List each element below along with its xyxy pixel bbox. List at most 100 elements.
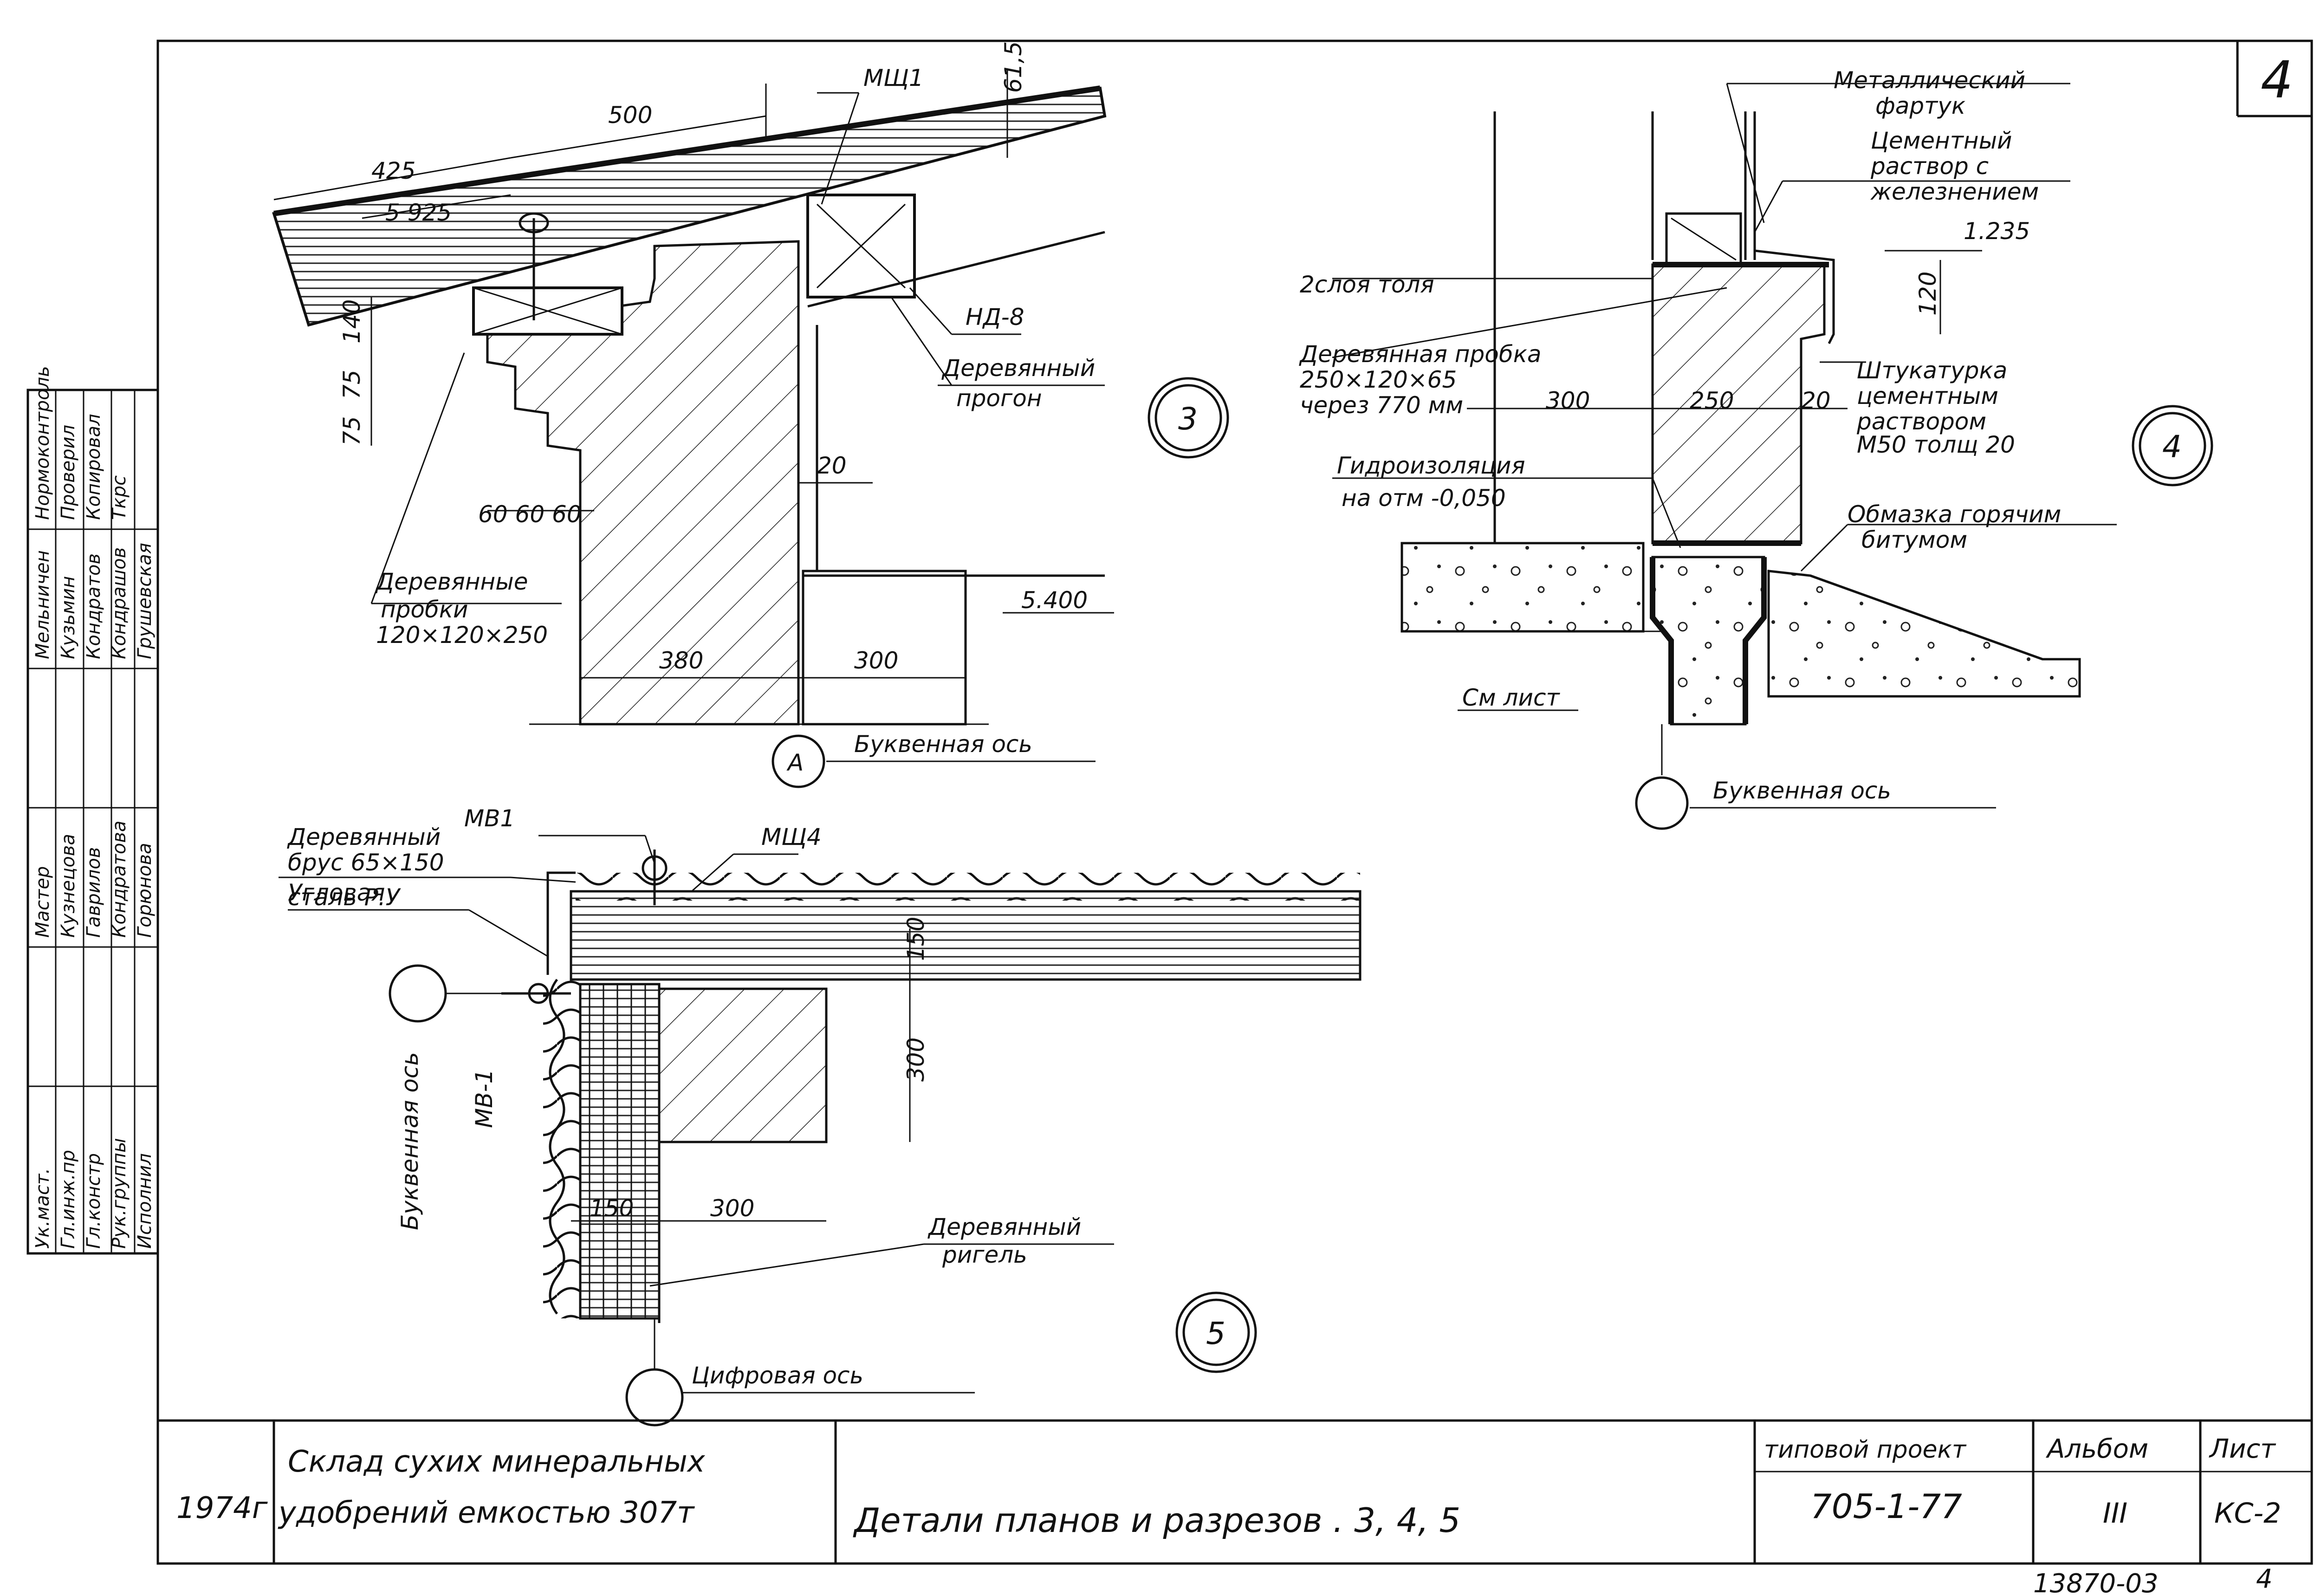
label-angle-1: Угловая (288, 879, 385, 906)
stamp-sig-1: Мастер (32, 866, 53, 938)
label-bitumen-1: Обмазка горячим (1848, 501, 2061, 528)
stamp-role-5: Исполнил (134, 1153, 156, 1249)
level-5400: 5.400 (1021, 587, 1088, 614)
stamp-colc-5: Грушевская (134, 543, 156, 659)
dim-300-vertical: 300 (902, 1038, 929, 1082)
label-hydro-2: на отм -0,050 (1342, 485, 1506, 512)
stamp-cold-1: Нормоконтроль (32, 366, 53, 520)
dim-150-vertical: 150 (902, 917, 929, 961)
stamp-role-4: Рук.группы (109, 1138, 130, 1249)
label-tol: 2слоя толя (1300, 271, 1434, 298)
detail-4-number: 4 (2162, 429, 2182, 465)
axis-text-d4: Буквенная ось (1713, 777, 1891, 804)
axis-digit-bubble (625, 1368, 684, 1427)
dim-250-d4: 250 (1690, 387, 1734, 414)
stamp-colc-1: Мельничен (32, 550, 53, 659)
detail-3-number: 3 (1178, 401, 1198, 437)
label-mortar-3: железнением (1870, 178, 2039, 205)
stamp-cold-3: Копировал (83, 414, 104, 520)
label-plugs-3: 120×120×250 (376, 622, 548, 649)
label-plaster-2: цементным (1857, 383, 1998, 409)
axis-a-text: Буквенная ось (854, 731, 1032, 758)
dim-20: 20 (817, 452, 847, 479)
label-plug-1: Деревянная пробка (1299, 341, 1542, 368)
label-plaster-1: Штукатурка (1857, 357, 2007, 384)
label-plugs-2: пробки (381, 596, 468, 623)
stamp-sig-2: Кузнецова (58, 834, 79, 938)
label-nd8: НД-8 (966, 304, 1024, 331)
dim-5925: 5 925 (385, 199, 452, 226)
detail-5: МВ1 Деревянный брус 65×150 МЩ4 Угловая с… (279, 805, 1361, 1427)
dim-606060: 60 60 60 (478, 501, 582, 528)
axis-digit-text: Цифровая ось (692, 1362, 863, 1389)
label-mb1-top: МВ1 (464, 805, 515, 832)
label-see-sheet: См лист (1462, 684, 1560, 711)
label-mortar-1: Цементный (1871, 127, 2012, 154)
label-mortar-2: раствор с (1870, 153, 1989, 180)
dim-300-horizontal: 300 (710, 1195, 754, 1222)
label-mb1-side: МВ-1 (471, 1069, 498, 1128)
dim-75b: 75 (338, 416, 365, 446)
axis-letter-bubble-5 (389, 964, 447, 1023)
label-mshch1: МЩ1 (863, 65, 924, 91)
label-plaster-3: раствором (1856, 408, 1986, 435)
label-plug-3: через 770 мм (1300, 392, 1463, 419)
dim-150-horizontal: 150 (590, 1195, 634, 1222)
dim-425: 425 (371, 157, 415, 184)
level-1235: 1.235 (1964, 218, 2030, 245)
title-sheet-title: Детали планов и разрезов . 3, 4, 5 (853, 1501, 1460, 1540)
title-object-2: удобрений емкостью 307т (278, 1496, 695, 1530)
dim-380: 380 (659, 647, 703, 674)
label-plug-2: 250×120×65 (1300, 366, 1457, 393)
dim-20-d4: 20 (1801, 387, 1831, 414)
detail-4: Металлический фартук Цементный раствор с… (1299, 67, 2213, 830)
label-wood-purlin-2: прогон (956, 385, 1042, 412)
detail-3: 500 425 5 925 61,5 140 75 75 60 60 60 20… (272, 41, 1229, 788)
label-wood-purlin-1: Деревянный (941, 355, 1095, 382)
label-hydro-1: Гидроизоляция (1337, 452, 1525, 479)
stamp-colc-3: Кондратов (83, 553, 104, 659)
dim-300: 300 (854, 647, 898, 674)
bottom-page: 4 (2256, 1564, 2273, 1594)
dim-300-d4: 300 (1546, 387, 1590, 414)
axis-letter-bubble-4 (1635, 776, 1689, 830)
stamp-sig-3: Гаврилов (83, 847, 104, 938)
stamp-role-1: Ук.маст. (32, 1168, 53, 1249)
detail-5-number: 5 (1206, 1316, 1225, 1351)
sheet-corner-number: 4 (2261, 50, 2293, 110)
label-bitumen-2: битумом (1861, 526, 1967, 553)
label-girder-2: ригель (942, 1241, 1027, 1268)
label-apron-1: Металлический (1834, 67, 2025, 94)
title-album-value: III (2103, 1497, 2127, 1530)
label-girder-1: Деревянный (927, 1213, 1081, 1240)
stamp-cold-4: Ткрс (109, 475, 130, 520)
label-apron-2: фартук (1875, 92, 1965, 119)
label-plugs-1: Деревянные (375, 568, 528, 595)
stamp-colc-4: Кондрашов (109, 547, 130, 659)
bottom-code: 13870-03 (2033, 1569, 2159, 1596)
title-proj-code: 705-1-77 (1810, 1487, 1962, 1526)
axis-letter-text-5: Буквенная ось (396, 1052, 423, 1230)
signature-stamp: Ук.маст. Гл.инж.пр Гл.констр Рук.группы … (26, 366, 159, 1255)
title-object-1: Склад сухих минеральных (288, 1445, 706, 1479)
title-proj-label: типовой проект (1764, 1436, 1967, 1464)
axis-a-letter: А (786, 749, 804, 776)
label-beam-2: брус 65×150 (288, 849, 444, 876)
dim-75a: 75 (338, 370, 365, 399)
label-plaster-4: М50 толщ 20 (1857, 431, 2015, 458)
title-year: 1974г (176, 1491, 268, 1525)
stamp-role-2: Гл.инж.пр (58, 1150, 79, 1249)
stamp-sig-4: Кондратова (109, 821, 130, 938)
dim-140: 140 (338, 299, 365, 344)
title-block: 1974г Склад сухих минеральных удобрений … (158, 1419, 2312, 1564)
label-mshch4: МЩ4 (761, 824, 822, 850)
axis-a-bubble (772, 734, 825, 788)
stamp-sig-5: Горюнова (134, 843, 156, 938)
label-beam-1: Деревянный (287, 824, 441, 850)
dim-615: 61,5 (1000, 41, 1027, 93)
title-sheet-label: Лист (2209, 1434, 2276, 1464)
stamp-role-3: Гл.констр (83, 1153, 104, 1249)
stamp-colc-2: Кузьмин (58, 576, 79, 659)
dim-120: 120 (1914, 272, 1941, 316)
